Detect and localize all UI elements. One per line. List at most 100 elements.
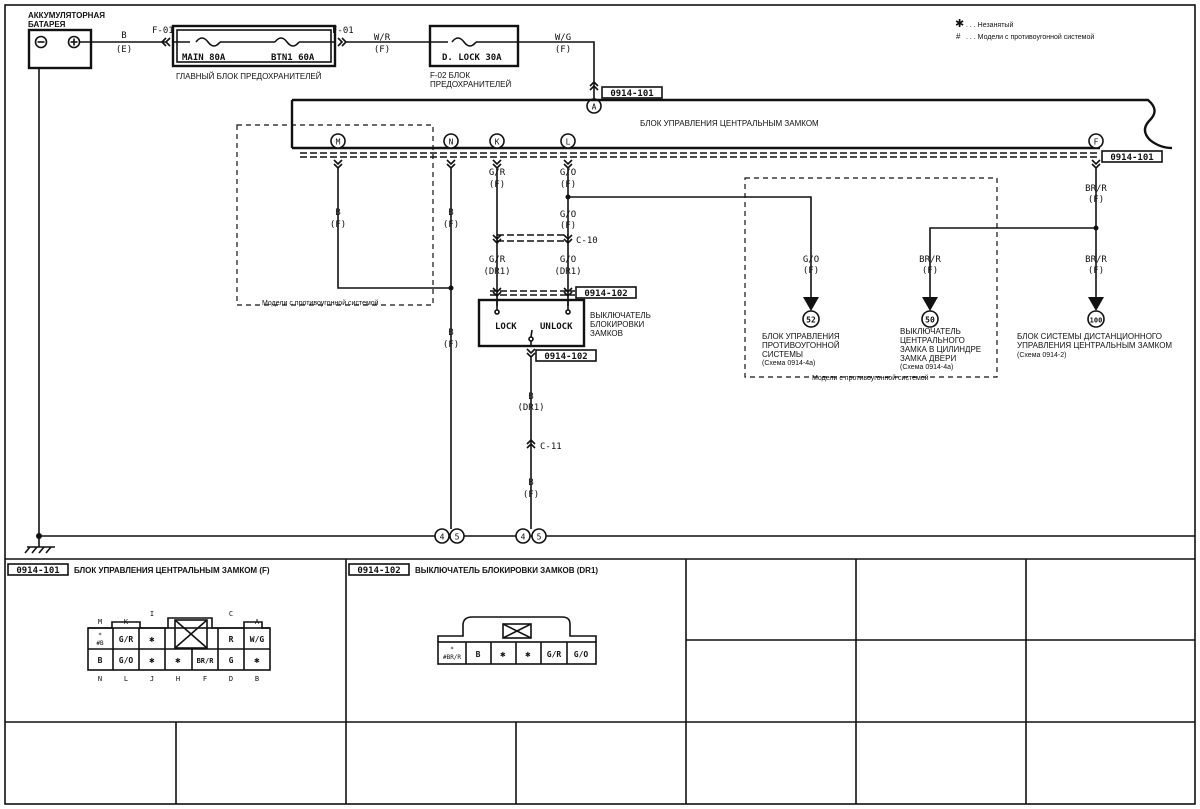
legend: ✱ . . . Незанятый # . . . Модели с проти… [955, 18, 1094, 41]
fuse-block-f02-caption-2: ПРЕДОХРАНИТЕЛЕЙ [430, 80, 512, 89]
wire-harness: (F) [803, 266, 819, 276]
destination-circle [1087, 310, 1105, 328]
fuse-block-f02: D. LOCK 30A F-02 БЛОК ПРЕДОХРАНИТЕЛЕЙ [428, 24, 520, 89]
connector-view-id: 0914-101 [16, 566, 59, 576]
battery: АККУМУЛЯТОРНАЯ БАТАРЕЯ [27, 11, 105, 70]
svg-text:ЗАМКА ДВЕРИ: ЗАМКА ДВЕРИ [900, 354, 956, 363]
theft-note-right: Модели с противоугонной системой [812, 374, 929, 382]
svg-text:5: 5 [455, 533, 460, 542]
legend-theft-symbol: # [956, 32, 961, 41]
legend-theft-text: . . . Модели с противоугонной системой [966, 33, 1094, 41]
connector-chevron [526, 438, 536, 449]
wire-harness: (DR1) [483, 267, 510, 277]
wire-label: G/O [560, 210, 576, 220]
wire-harness: (F) [922, 266, 938, 276]
svg-text:D: D [229, 675, 233, 683]
svg-text:✱: ✱ [175, 656, 181, 666]
connector-chevron [492, 159, 502, 170]
wire-harness: (DR1) [554, 267, 581, 277]
fuse-block-f02-outline [428, 24, 520, 68]
svg-text:H: H [176, 675, 180, 683]
wire-harness: (DR1) [517, 403, 544, 413]
wire-label: BR/R [919, 255, 941, 265]
svg-text:УПРАВЛЕНИЯ ЦЕНТРАЛЬНЫМ ЗАМКОМ: УПРАВЛЕНИЯ ЦЕНТРАЛЬНЫМ ЗАМКОМ [1017, 341, 1172, 350]
wire-harness: (F) [330, 220, 346, 230]
main-fuse-block-outline [171, 24, 337, 68]
svg-text:*: * [98, 632, 102, 639]
switch-caption-3: ЗАМКОВ [590, 329, 623, 338]
sheet-frame [4, 4, 1196, 805]
switch-unlock-label: UNLOCK [540, 322, 573, 332]
terminal-n [443, 133, 459, 149]
battery-label-line2: БАТАРЕЯ [28, 20, 66, 29]
ground-symbol [24, 536, 55, 554]
svg-text:✱: ✱ [149, 656, 155, 666]
connector-latch [174, 619, 208, 649]
svg-text:W/G: W/G [250, 635, 265, 644]
theft-region-left [236, 124, 434, 306]
ground-point-5 [449, 528, 465, 544]
svg-text:F: F [203, 675, 207, 683]
main-fuse-block-caption: ГЛАВНЫЙ БЛОК ПРЕДОХРАНИТЕЛЕЙ [176, 72, 322, 81]
connector-ref: 0914-101 [610, 89, 653, 99]
module-title: БЛОК УПРАВЛЕНИЯ ЦЕНТРАЛЬНЫМ ЗАМКОМ [640, 119, 819, 128]
svg-text:(Схема 0914-4а): (Схема 0914-4а) [900, 364, 953, 371]
svg-text:(Схема 0914-4а): (Схема 0914-4а) [762, 360, 815, 367]
connector-view-0914-101: 0914-101 БЛОК УПРАВЛЕНИЯ ЦЕНТРАЛЬНЫМ ЗАМ… [7, 563, 271, 683]
svg-text:100: 100 [1090, 317, 1103, 325]
wire-label: B [528, 392, 533, 402]
connector-chevron [1091, 159, 1101, 170]
svg-text:I: I [150, 610, 154, 618]
svg-text:4: 4 [440, 533, 445, 542]
wire-harness: (F) [555, 45, 571, 55]
module-terminals: M N K L F [330, 133, 1104, 149]
connector-chevron [589, 80, 599, 91]
svg-text:K: K [495, 138, 500, 147]
svg-text:#BR/R: #BR/R [443, 654, 461, 661]
connector-view-title: БЛОК УПРАВЛЕНИЯ ЦЕНТРАЛЬНЫМ ЗАМКОМ (F) [74, 566, 270, 575]
wire-br-r-branch [929, 227, 1096, 297]
wire-label: B [121, 31, 126, 41]
connector-ref: 0914-102 [584, 289, 627, 299]
wire-label: B [448, 208, 453, 218]
connector-c11: C-11 [540, 442, 562, 452]
ground-point-5 [531, 528, 547, 544]
connector-latch [502, 623, 532, 639]
wire-harness: (F) [443, 220, 459, 230]
svg-text:✱: ✱ [525, 650, 531, 660]
svg-text:✱: ✱ [149, 635, 155, 645]
svg-text:✱: ✱ [500, 650, 506, 660]
connector-view-0914-102: 0914-102 ВЫКЛЮЧАТЕЛЬ БЛОКИРОВКИ ЗАМКОВ (… [348, 563, 598, 665]
svg-text:БЛОК УПРАВЛЕНИЯ: БЛОК УПРАВЛЕНИЯ [762, 332, 840, 341]
svg-text:M: M [98, 618, 102, 626]
svg-text:G/O: G/O [574, 650, 589, 659]
svg-text:СИСТЕМЫ: СИСТЕМЫ [762, 350, 803, 359]
svg-text:B: B [98, 656, 103, 665]
fuse-icon [195, 37, 221, 47]
connector-ref-box [535, 349, 597, 362]
fuse-block-f02-caption-1: F-02 БЛОК [430, 71, 470, 80]
svg-text:L: L [124, 675, 128, 683]
battery-body [27, 28, 93, 70]
wire-harness: (F) [560, 180, 576, 190]
connector-ref-box [575, 286, 637, 299]
ground-point-4 [434, 528, 450, 544]
terminal-k [489, 133, 505, 149]
svg-text:ЗАМКА В ЦИЛИНДРЕ: ЗАМКА В ЦИЛИНДРЕ [900, 345, 981, 354]
wire-label: BR/R [1085, 184, 1107, 194]
svg-text:G/R: G/R [547, 650, 562, 659]
battery-negative-terminal [34, 35, 48, 49]
wire-label: G/O [560, 168, 576, 178]
terminal-l [560, 133, 576, 149]
central-lock-module: БЛОК УПРАВЛЕНИЯ ЦЕНТРАЛЬНЫМ ЗАМКОМ [290, 98, 1173, 150]
switch-caption-2: БЛОКИРОВКИ [590, 320, 645, 329]
wire-label: G/O [560, 255, 576, 265]
wire-label: B [528, 478, 533, 488]
destination-52: 52 БЛОК УПРАВЛЕНИЯ ПРОТИВОУГОННОЙ СИСТЕМ… [762, 297, 840, 367]
svg-text:G/R: G/R [119, 635, 134, 644]
legend-unused-symbol: ✱ [955, 18, 964, 30]
connector-chevron [526, 348, 536, 359]
fuse-btn1-label: BTN1 60A [271, 53, 315, 63]
main-fuse-block: MAIN 80A BTN1 60A ГЛАВНЫЙ БЛОК ПРЕДОХРАН… [171, 24, 337, 81]
